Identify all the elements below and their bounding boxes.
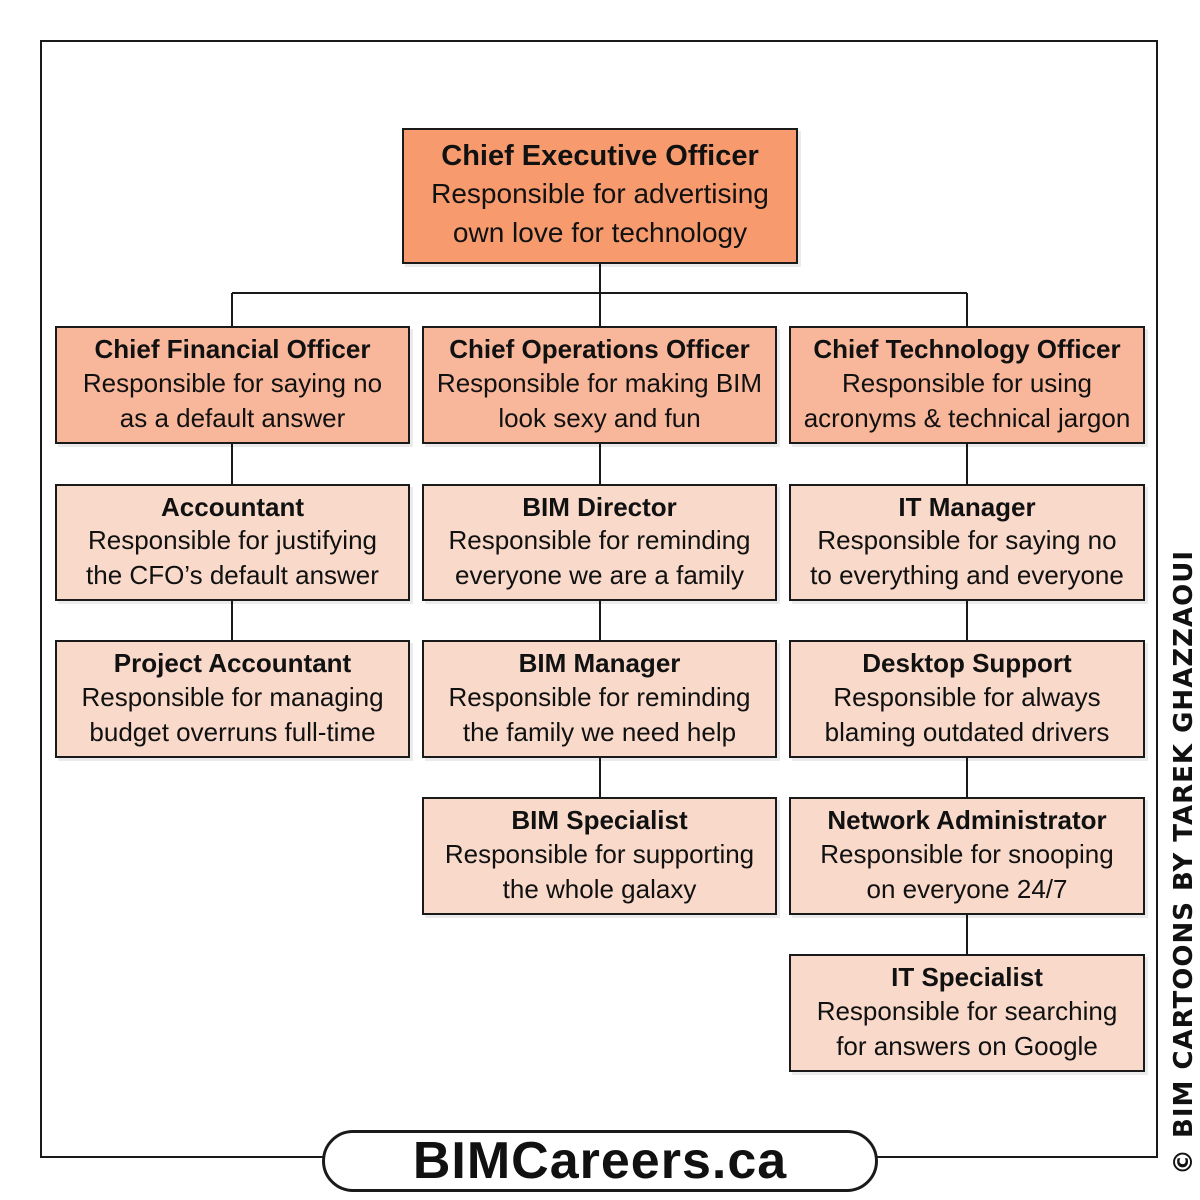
bim-specialist-box: BIM Specialist Responsible for supportin… (422, 797, 777, 915)
cfo-title: Chief Financial Officer (94, 334, 371, 365)
coo-box: Chief Operations Officer Responsible for… (422, 326, 777, 444)
desktop-support-title: Desktop Support (862, 648, 1072, 679)
desktop-support-desc: Responsible for always blaming outdated … (824, 681, 1110, 747)
network-admin-title: Network Administrator (827, 805, 1107, 836)
brand-logo: BIMCareers.ca (322, 1130, 878, 1192)
coo-title: Chief Operations Officer (449, 334, 750, 365)
ceo-box: Chief Executive Officer Responsible for … (402, 128, 798, 264)
bim-manager-desc: Responsible for reminding the family we … (448, 681, 751, 747)
bim-specialist-desc: Responsible for supporting the whole gal… (444, 838, 755, 904)
bim-director-desc: Responsible for reminding everyone we ar… (448, 525, 751, 591)
project-accountant-desc: Responsible for managing budget overruns… (81, 681, 384, 747)
cfo-box: Chief Financial Officer Responsible for … (55, 326, 410, 444)
coo-desc: Responsible for making BIM look sexy and… (436, 367, 763, 433)
network-admin-box: Network Administrator Responsible for sn… (789, 797, 1145, 915)
accountant-title: Accountant (161, 491, 304, 522)
it-specialist-box: IT Specialist Responsible for searching … (789, 954, 1145, 1072)
copyright-credit: © BIM CARTOONS BY TAREK GHAZZAOUI (1169, 549, 1199, 1175)
bim-manager-box: BIM Manager Responsible for reminding th… (422, 640, 777, 758)
bim-director-title: BIM Director (522, 491, 677, 522)
bim-manager-title: BIM Manager (518, 648, 681, 679)
network-admin-desc: Responsible for snooping on everyone 24/… (820, 838, 1114, 904)
it-manager-desc: Responsible for saying no to everything … (810, 525, 1124, 591)
desktop-support-box: Desktop Support Responsible for always b… (789, 640, 1145, 758)
project-accountant-title: Project Accountant (113, 648, 352, 679)
it-specialist-title: IT Specialist (891, 962, 1043, 993)
it-specialist-desc: Responsible for searching for answers on… (816, 995, 1118, 1061)
bim-director-box: BIM Director Responsible for reminding e… (422, 484, 777, 601)
project-accountant-box: Project Accountant Responsible for manag… (55, 640, 410, 758)
cfo-desc: Responsible for saying no as a default a… (82, 367, 383, 433)
cto-desc: Responsible for using acronyms & technic… (803, 367, 1131, 433)
ceo-title: Chief Executive Officer (441, 140, 759, 173)
cto-title: Chief Technology Officer (813, 334, 1121, 365)
ceo-desc: Responsible for advertising own love for… (431, 178, 769, 249)
cto-box: Chief Technology Officer Responsible for… (789, 326, 1145, 444)
it-manager-box: IT Manager Responsible for saying no to … (789, 484, 1145, 601)
bim-specialist-title: BIM Specialist (511, 805, 688, 836)
it-manager-title: IT Manager (898, 491, 1036, 522)
accountant-desc: Responsible for justifying the CFO’s def… (86, 525, 379, 591)
accountant-box: Accountant Responsible for justifying th… (55, 484, 410, 601)
